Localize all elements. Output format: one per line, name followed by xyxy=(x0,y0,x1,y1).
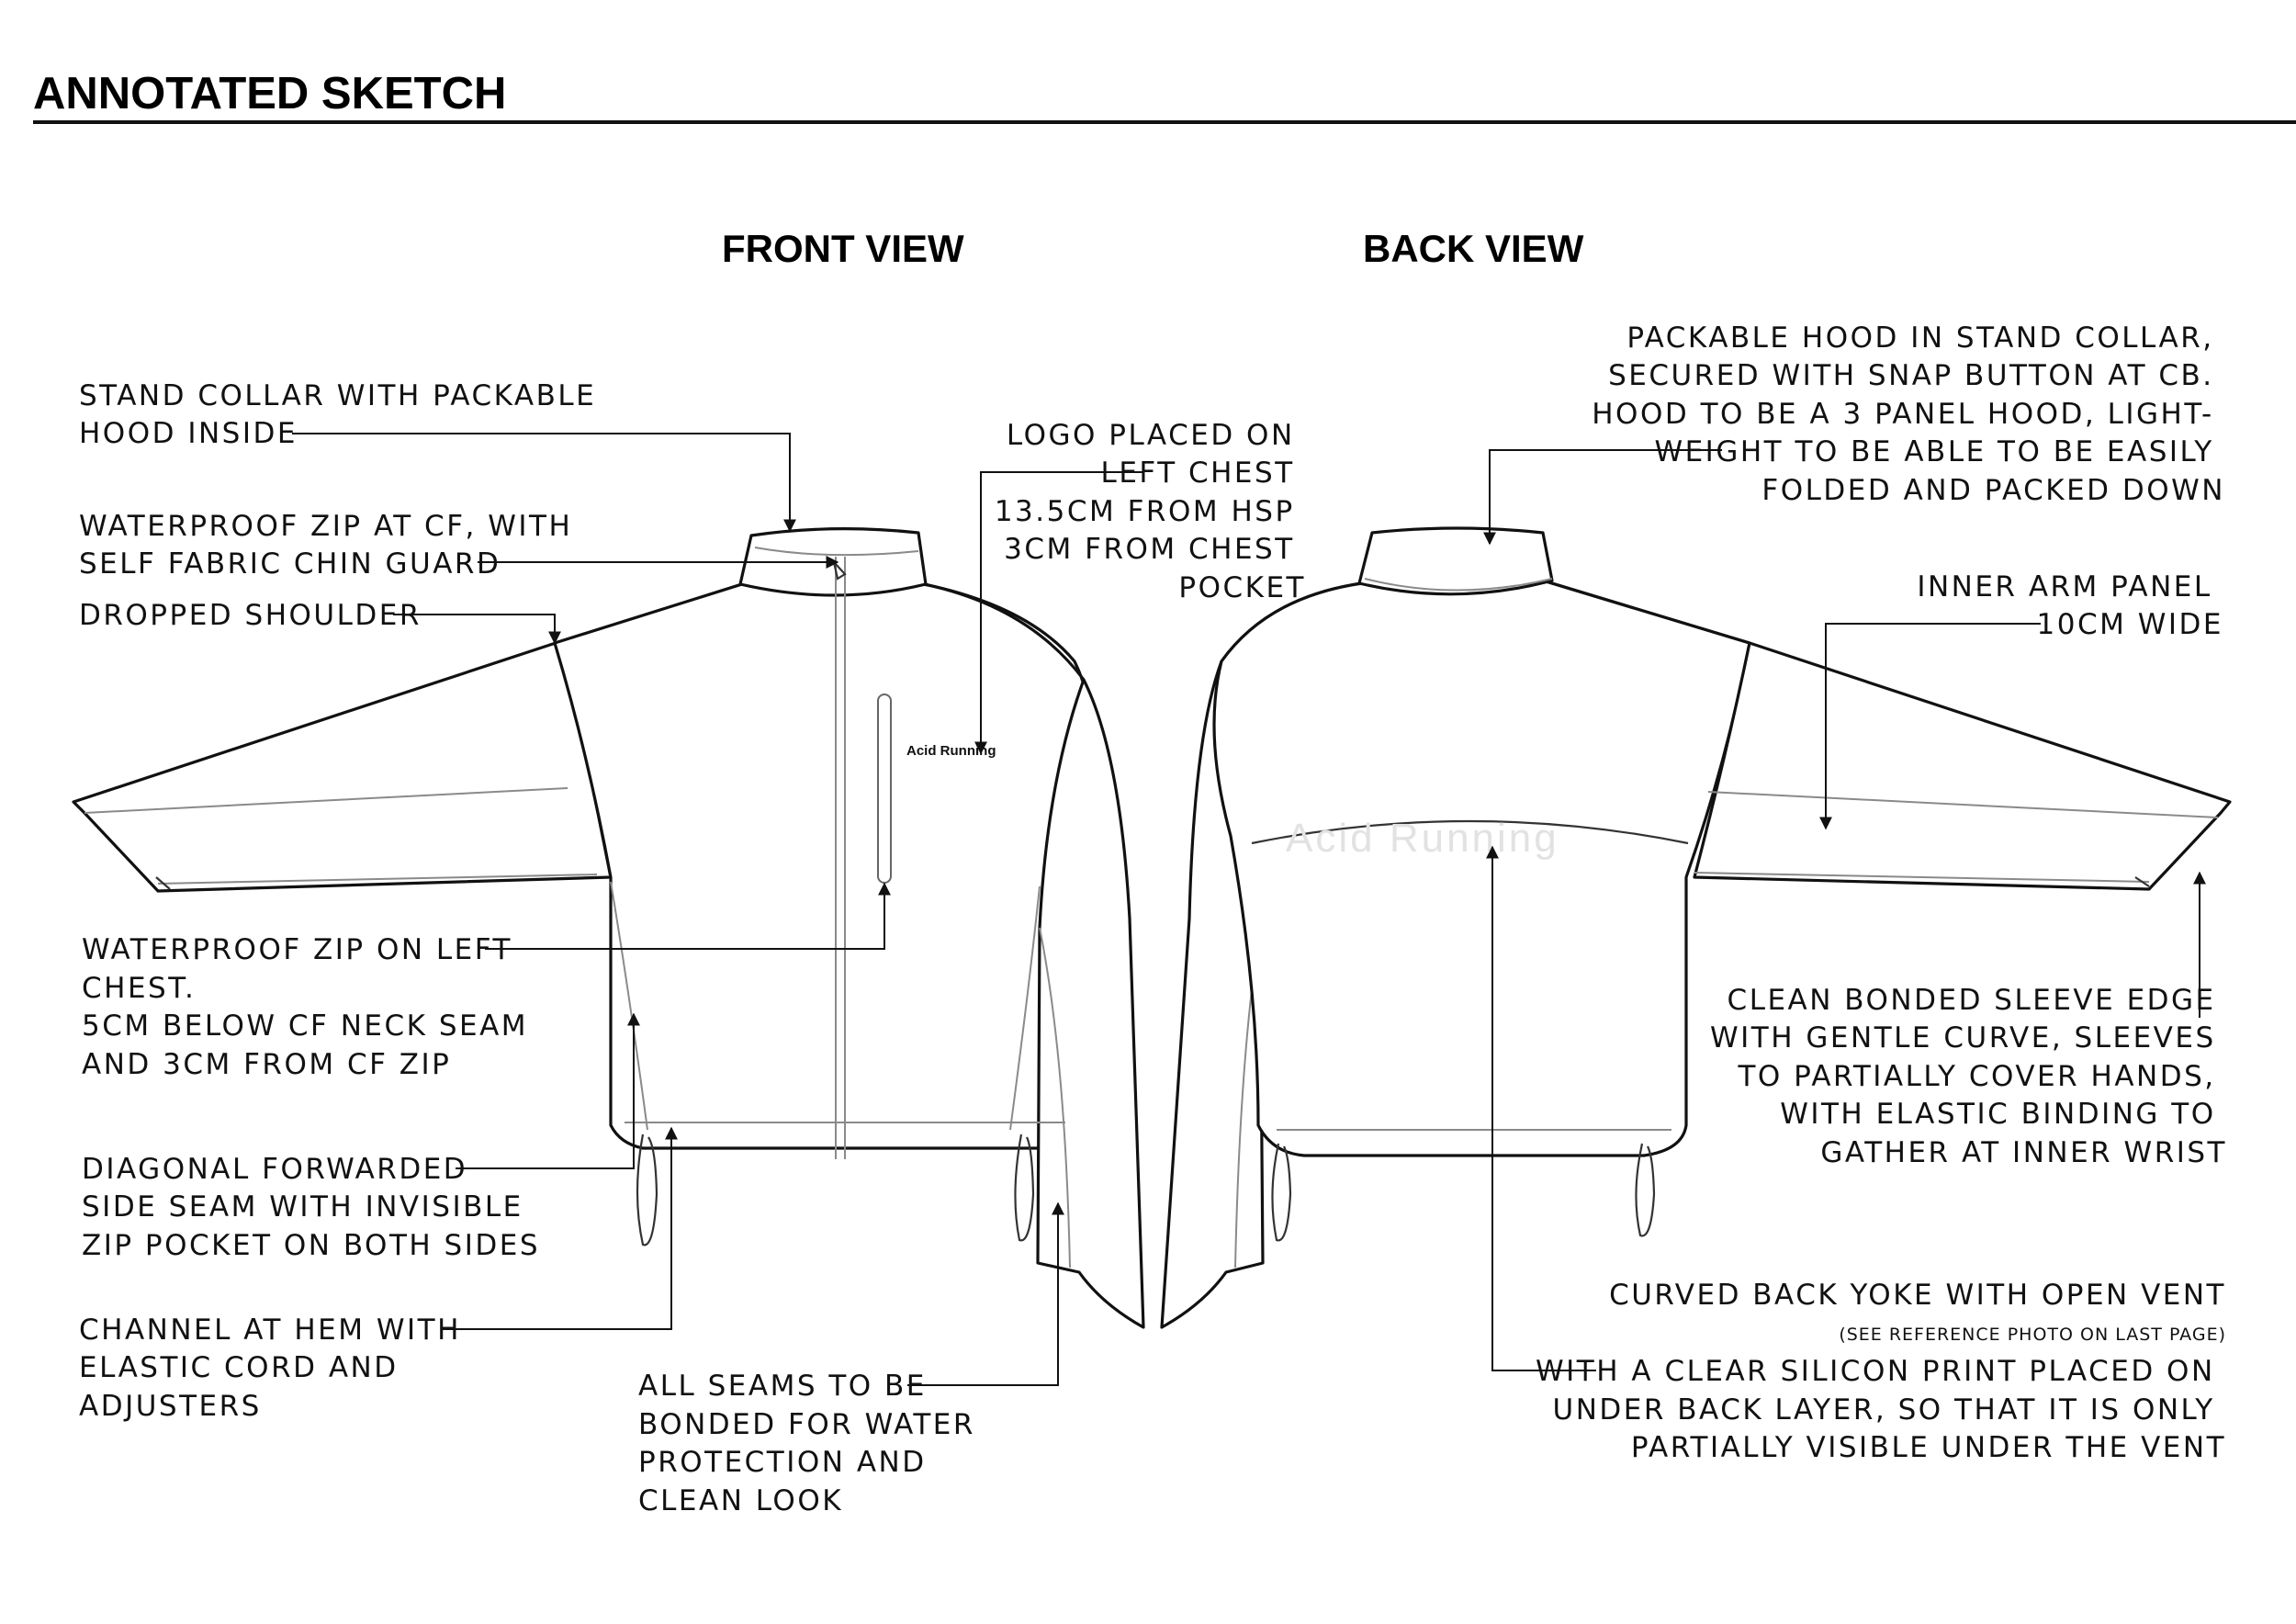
front-chest-logo: Acid Running xyxy=(906,743,996,759)
note-side-seam: DIAGONAL FORWARDED SIDE SEAM WITH INVISI… xyxy=(82,1153,540,1262)
note-packable-hood: PACKABLE HOOD IN STAND COLLAR, SECURED W… xyxy=(1592,321,2225,507)
back-view-garment: Acid Running xyxy=(1160,526,2232,1329)
front-body-panel xyxy=(553,582,1097,1150)
back-view-heading: BACK VIEW xyxy=(1363,227,1584,270)
back-right-cord-loop xyxy=(1635,1143,1656,1237)
back-stand-collar xyxy=(1357,526,1554,596)
note-dropped-shoulder: DROPPED SHOULDER xyxy=(79,599,422,632)
note-inner-arm-panel: INNER ARM PANEL 10CM WIDE xyxy=(1917,570,2223,641)
note-logo-placement: LOGO PLACED ON LEFT CHEST 13.5CM FROM HS… xyxy=(995,419,1306,604)
note-chest-zip: WATERPROOF ZIP ON LEFT CHEST. 5CM BELOW … xyxy=(82,933,539,1081)
note-sleeve-edge: CLEAN BONDED SLEEVE EDGE WITH GENTLE CUR… xyxy=(1710,984,2227,1169)
annotations: STAND COLLAR WITH PACKABLE HOOD INSIDE W… xyxy=(79,321,2227,1517)
back-body-panel xyxy=(1212,579,1751,1157)
front-right-cord-loop xyxy=(1014,1133,1035,1242)
note-stand-collar: STAND COLLAR WITH PACKABLE HOOD INSIDE xyxy=(79,379,608,450)
front-view-garment: Acid Running xyxy=(72,527,1145,1329)
back-left-cord-loop xyxy=(1271,1143,1292,1242)
note-waterproof-zip-cf: WATERPROOF ZIP AT CF, WITH SELF FABRIC C… xyxy=(79,510,584,581)
note-back-yoke-body: WITH A CLEAR SILICON PRINT PLACED ON UND… xyxy=(1536,1355,2226,1464)
front-right-sleeve xyxy=(923,582,1145,1329)
page-title: ANNOTATED SKETCH xyxy=(33,69,506,118)
note-seams-bonded: ALL SEAMS TO BE BONDED FOR WATER PROTECT… xyxy=(638,1370,986,1517)
back-vent-logo-print: Acid Running xyxy=(1286,816,1559,861)
note-back-yoke-heading: CURVED BACK YOKE WITH OPEN VENT xyxy=(1609,1279,2226,1312)
back-yoke-seam xyxy=(1251,819,1689,845)
front-left-cord-loop xyxy=(636,1133,658,1246)
front-view-heading: FRONT VIEW xyxy=(722,227,964,270)
note-back-yoke-reference: (SEE REFERENCE PHOTO ON LAST PAGE) xyxy=(1839,1325,2226,1345)
note-hem-channel: CHANNEL AT HEM WITH ELASTIC CORD AND ADJ… xyxy=(79,1314,472,1423)
leader-lines xyxy=(292,433,2206,1386)
